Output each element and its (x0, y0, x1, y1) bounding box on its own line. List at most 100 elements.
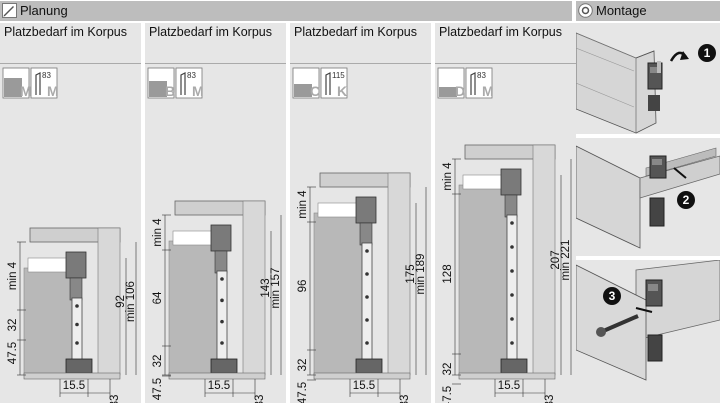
title-divider (290, 63, 431, 64)
left-dimension-label: 47.5 (442, 386, 454, 403)
bottom-bracket (355, 358, 383, 374)
drawer-type-letter: M (20, 83, 32, 99)
bottom-dimension-label: 33 (109, 395, 121, 403)
badge-code: M (47, 83, 59, 99)
assembly-step-1-drawing: 1 (575, 32, 716, 134)
panel-title: Platzbedarf im Korpus (4, 25, 127, 39)
right-dimension-label: min 189 (415, 254, 427, 295)
pencil-ruler-icon (2, 3, 17, 18)
panel-title: Platzbedarf im Korpus (294, 25, 417, 39)
left-dimension-label: 128 (442, 264, 454, 283)
assembly-step-1: 1 (575, 23, 720, 134)
right-dimension-label: 92 (115, 295, 127, 308)
bottom-dimension-label: 33 (399, 395, 411, 403)
drawer-type-letter: D (455, 83, 465, 99)
badge-code: M (482, 83, 494, 99)
panel-title: Platzbedarf im Korpus (439, 25, 562, 39)
bottom-dimension-label: 33 (544, 395, 556, 403)
left-dimension-label: 47.5 (152, 378, 164, 400)
runner-profile-icon (180, 72, 186, 95)
cabinet-floor (23, 372, 121, 380)
runner-badge (465, 67, 493, 99)
cabinet-floor (313, 372, 411, 380)
assembly-step-3-drawing: 3 (575, 259, 720, 381)
bottom-dimension-label: 33 (254, 395, 266, 403)
drawer-height-fill (4, 78, 22, 97)
title-divider (435, 63, 576, 64)
side-strut (506, 214, 518, 362)
badge-height: 83 (42, 71, 51, 80)
runner-profile-icon (325, 72, 331, 95)
left-dimension-label: min 4 (7, 261, 19, 290)
runner-profile-icon (470, 72, 476, 95)
cabinet-floor (168, 372, 266, 380)
mounting-hole (510, 221, 514, 225)
fitting-lower (69, 277, 83, 301)
badge-code: K (337, 83, 347, 99)
mounting-hole (220, 319, 224, 324)
fitting-lower (504, 194, 518, 218)
step-3-number: 3 (609, 289, 616, 303)
right-dimension-label: 143 (260, 278, 272, 297)
runner-profile-icon (35, 72, 41, 95)
left-dimension-label: min 4 (297, 190, 309, 219)
drawer-front (23, 267, 77, 376)
right-dimension-label: min 157 (270, 268, 282, 309)
drawer-height-fill (149, 81, 167, 97)
title-divider (0, 63, 141, 64)
mounting-hole (365, 341, 369, 345)
left-dimension-label: 32 (442, 363, 454, 376)
mounting-hole (75, 304, 79, 308)
assembly-header: Montage (576, 1, 720, 21)
drawer-height-fill (294, 84, 312, 97)
side-strut (216, 270, 228, 362)
right-dimension-label: min 221 (560, 240, 572, 281)
mounting-hole (75, 341, 79, 345)
mounting-hole (365, 295, 369, 299)
runner-badge (30, 67, 58, 99)
bottom-bracket (210, 358, 238, 374)
left-dimension-label: 64 (152, 291, 164, 304)
assembly-title: Montage (596, 3, 647, 18)
fitting-lower (359, 222, 373, 246)
bottom-bracket (500, 358, 528, 374)
mounting-hole (365, 272, 369, 276)
front-fitting (65, 251, 87, 279)
right-dimension-label: 207 (550, 250, 562, 269)
badge-code: M (192, 83, 204, 99)
cabinet-floor (458, 372, 556, 380)
bottom-dimension-label: 15.5 (63, 380, 85, 392)
bottom-dimension-label: 15.5 (498, 380, 520, 392)
assembly-step-2-drawing: 2 (575, 145, 720, 249)
badge-height: 83 (187, 71, 196, 80)
badge-height: 83 (477, 71, 486, 80)
left-dimension-label: 32 (297, 359, 309, 372)
assembly-step-2: 2 (575, 138, 720, 256)
fitting-lower (214, 250, 228, 274)
right-dimension-label: min 106 (125, 281, 137, 322)
mounting-hole (75, 322, 79, 327)
drawer-front (168, 240, 222, 376)
mounting-hole (365, 318, 369, 322)
left-dimension-label: 47.5 (7, 342, 19, 364)
drawer-type-letter: C (310, 83, 320, 99)
title-divider (145, 63, 286, 64)
left-dimension-label: 32 (7, 319, 19, 332)
left-dimension-label: min 4 (442, 162, 454, 191)
assembly-step-3: 3 (575, 259, 720, 403)
front-fitting (500, 168, 522, 196)
front-fitting (210, 224, 232, 252)
planning-header: Planung (0, 1, 572, 21)
left-dimension-label: 32 (152, 355, 164, 368)
assembly-icon (578, 3, 593, 18)
mounting-hole (510, 245, 514, 249)
drawer-height-fill (439, 87, 457, 97)
bottom-dimension-label: 15.5 (353, 380, 375, 392)
mounting-hole (510, 269, 514, 273)
front-fitting (355, 196, 377, 224)
mounting-hole (510, 293, 514, 297)
